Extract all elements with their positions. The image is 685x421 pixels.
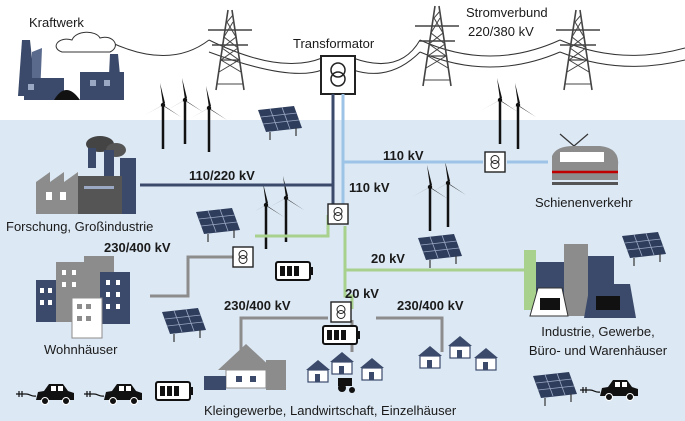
- label-schienenverkehr: Schienenverkehr: [535, 195, 633, 210]
- battery-icon: [322, 325, 361, 345]
- tractor-icon: [338, 378, 355, 393]
- label-kleingewerbe: Kleingewerbe, Landwirtschaft, Einzelhäus…: [204, 403, 457, 418]
- label-transformator: Transformator: [293, 36, 375, 51]
- small-business-icon: [204, 344, 286, 390]
- lv-cable-kleingewerbe: [239, 316, 328, 352]
- transformator-icon: [327, 203, 349, 225]
- label-forschung: Forschung, Großindustrie: [6, 219, 154, 234]
- transformator-icon: [232, 246, 254, 268]
- lv-cable-wohnhaeuser: [150, 255, 233, 298]
- train-icon: [552, 133, 619, 185]
- label-voltage-20-center: 20 kV: [345, 286, 379, 301]
- apartment-buildings-icon: [36, 256, 130, 339]
- transformator-icon: [484, 151, 506, 173]
- lv-cable-einzelhaeuser: [376, 316, 444, 352]
- label-industrie: Industrie, Gewerbe,: [541, 324, 655, 339]
- battery-icon: [155, 381, 194, 401]
- label-voltage-230-400-bottom-right: 230/400 kV: [397, 298, 464, 313]
- mv-cable-center: [343, 226, 354, 309]
- battery-icon: [275, 261, 314, 281]
- factory-icon: [36, 136, 136, 214]
- label-voltage-110-220: 110/220 kV: [189, 168, 255, 183]
- main-transformator-icon: [320, 55, 356, 95]
- industry-buildings-icon: [524, 244, 636, 318]
- label-industrie-line2: Büro- und Warenhäuser: [528, 343, 668, 358]
- label-voltage-230-400-bottom-left: 230/400 kV: [224, 298, 291, 313]
- label-voltage-mid-110: 110 kV: [349, 180, 390, 195]
- label-voltage-rail-110: 110 kV: [383, 148, 424, 163]
- label-voltage-230-400-left: 230/400 kV: [104, 240, 171, 255]
- power-plant-icon: [18, 31, 124, 100]
- label-stromverbund-voltage: 220/380 kV: [468, 24, 534, 39]
- label-stromverbund: Stromverbund: [466, 5, 548, 20]
- transformator-icon: [330, 301, 352, 323]
- label-voltage-20-right: 20 kV: [371, 251, 405, 266]
- label-kraftwerk: Kraftwerk: [29, 15, 84, 30]
- label-wohnhaeuser: Wohnhäuser: [44, 342, 118, 357]
